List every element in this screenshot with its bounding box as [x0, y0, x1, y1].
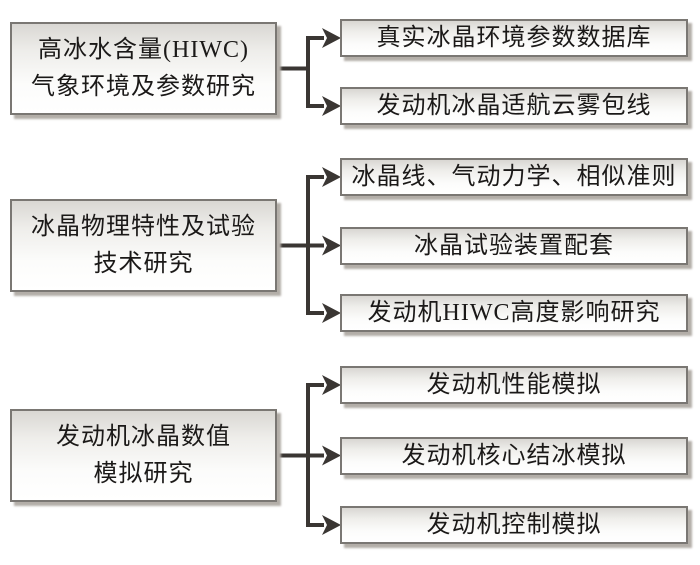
source-label-line-2: 模拟研究 [93, 460, 194, 487]
arrow-head-icon [322, 28, 341, 48]
source-label-line-1: 发动机冰晶数值 [56, 423, 231, 450]
connector-group-2 [276, 167, 341, 323]
target-box-engine-core-icing-sim: 发动机核心结冰模拟 [340, 436, 688, 475]
arrow-head-icon [322, 303, 341, 323]
target-box-engine-performance-sim: 发动机性能模拟 [340, 366, 688, 404]
arrow-head-icon [322, 375, 341, 395]
source-label-line-1: 冰晶物理特性及试验 [31, 213, 256, 240]
source-box-physics-test-research: 冰晶物理特性及试验 技术研究 [10, 199, 277, 292]
connector-group-3 [276, 375, 341, 535]
target-box-hiwc-altitude-study: 发动机HIWC高度影响研究 [340, 294, 688, 332]
source-box-hiwc-research: 高冰水含量(HIWC) 气象环境及参数研究 [10, 22, 277, 115]
target-box-test-equipment: 冰晶试验装置配套 [340, 226, 688, 265]
arrow-head-icon [322, 167, 341, 187]
source-box-numerical-simulation-research: 发动机冰晶数值 模拟研究 [10, 409, 277, 502]
arrow-head-icon [322, 445, 341, 466]
target-box-ice-crystal-database: 真实冰晶环境参数数据库 [340, 19, 688, 57]
target-box-engine-control-sim: 发动机控制模拟 [340, 506, 688, 544]
source-box-label: 冰晶物理特性及试验 技术研究 [31, 209, 256, 283]
target-box-airworthiness-cloud-envelope: 发动机冰晶适航云雾包线 [340, 87, 688, 125]
source-label-line-1: 高冰水含量(HIWC) [38, 36, 249, 63]
source-box-label: 高冰水含量(HIWC) 气象环境及参数研究 [31, 32, 256, 106]
connector-group-1 [276, 28, 341, 116]
source-label-line-2: 技术研究 [93, 250, 194, 277]
source-label-line-2: 气象环境及参数研究 [31, 73, 256, 100]
target-box-icing-line-aerodynamics-similarity: 冰晶线、气动力学、相似准则 [340, 158, 688, 196]
arrow-head-icon [322, 235, 341, 256]
arrow-head-icon [322, 96, 341, 116]
source-box-label: 发动机冰晶数值 模拟研究 [56, 419, 231, 493]
arrow-head-icon [322, 515, 341, 535]
